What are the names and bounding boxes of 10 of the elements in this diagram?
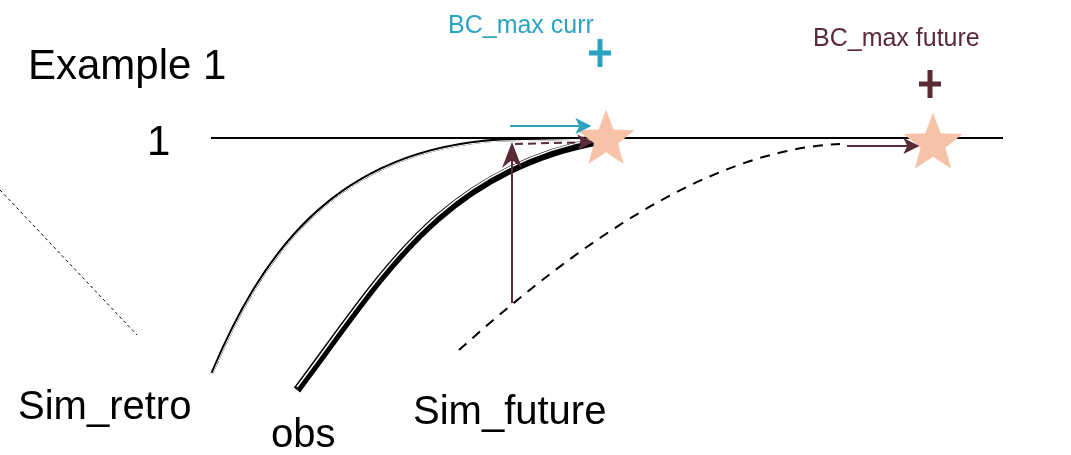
text-label: 1 — [147, 120, 171, 162]
text-label: Sim_future — [413, 390, 607, 430]
text-label: obs — [271, 413, 336, 453]
marker-label: BC_max future — [813, 25, 980, 50]
text-label: Example 1 — [28, 44, 227, 86]
arrow — [514, 134, 594, 151]
marker-label: BC_max curr — [448, 12, 594, 37]
text-label: Sim_retro — [18, 385, 192, 425]
arrow — [509, 118, 592, 134]
arrow — [846, 138, 920, 154]
